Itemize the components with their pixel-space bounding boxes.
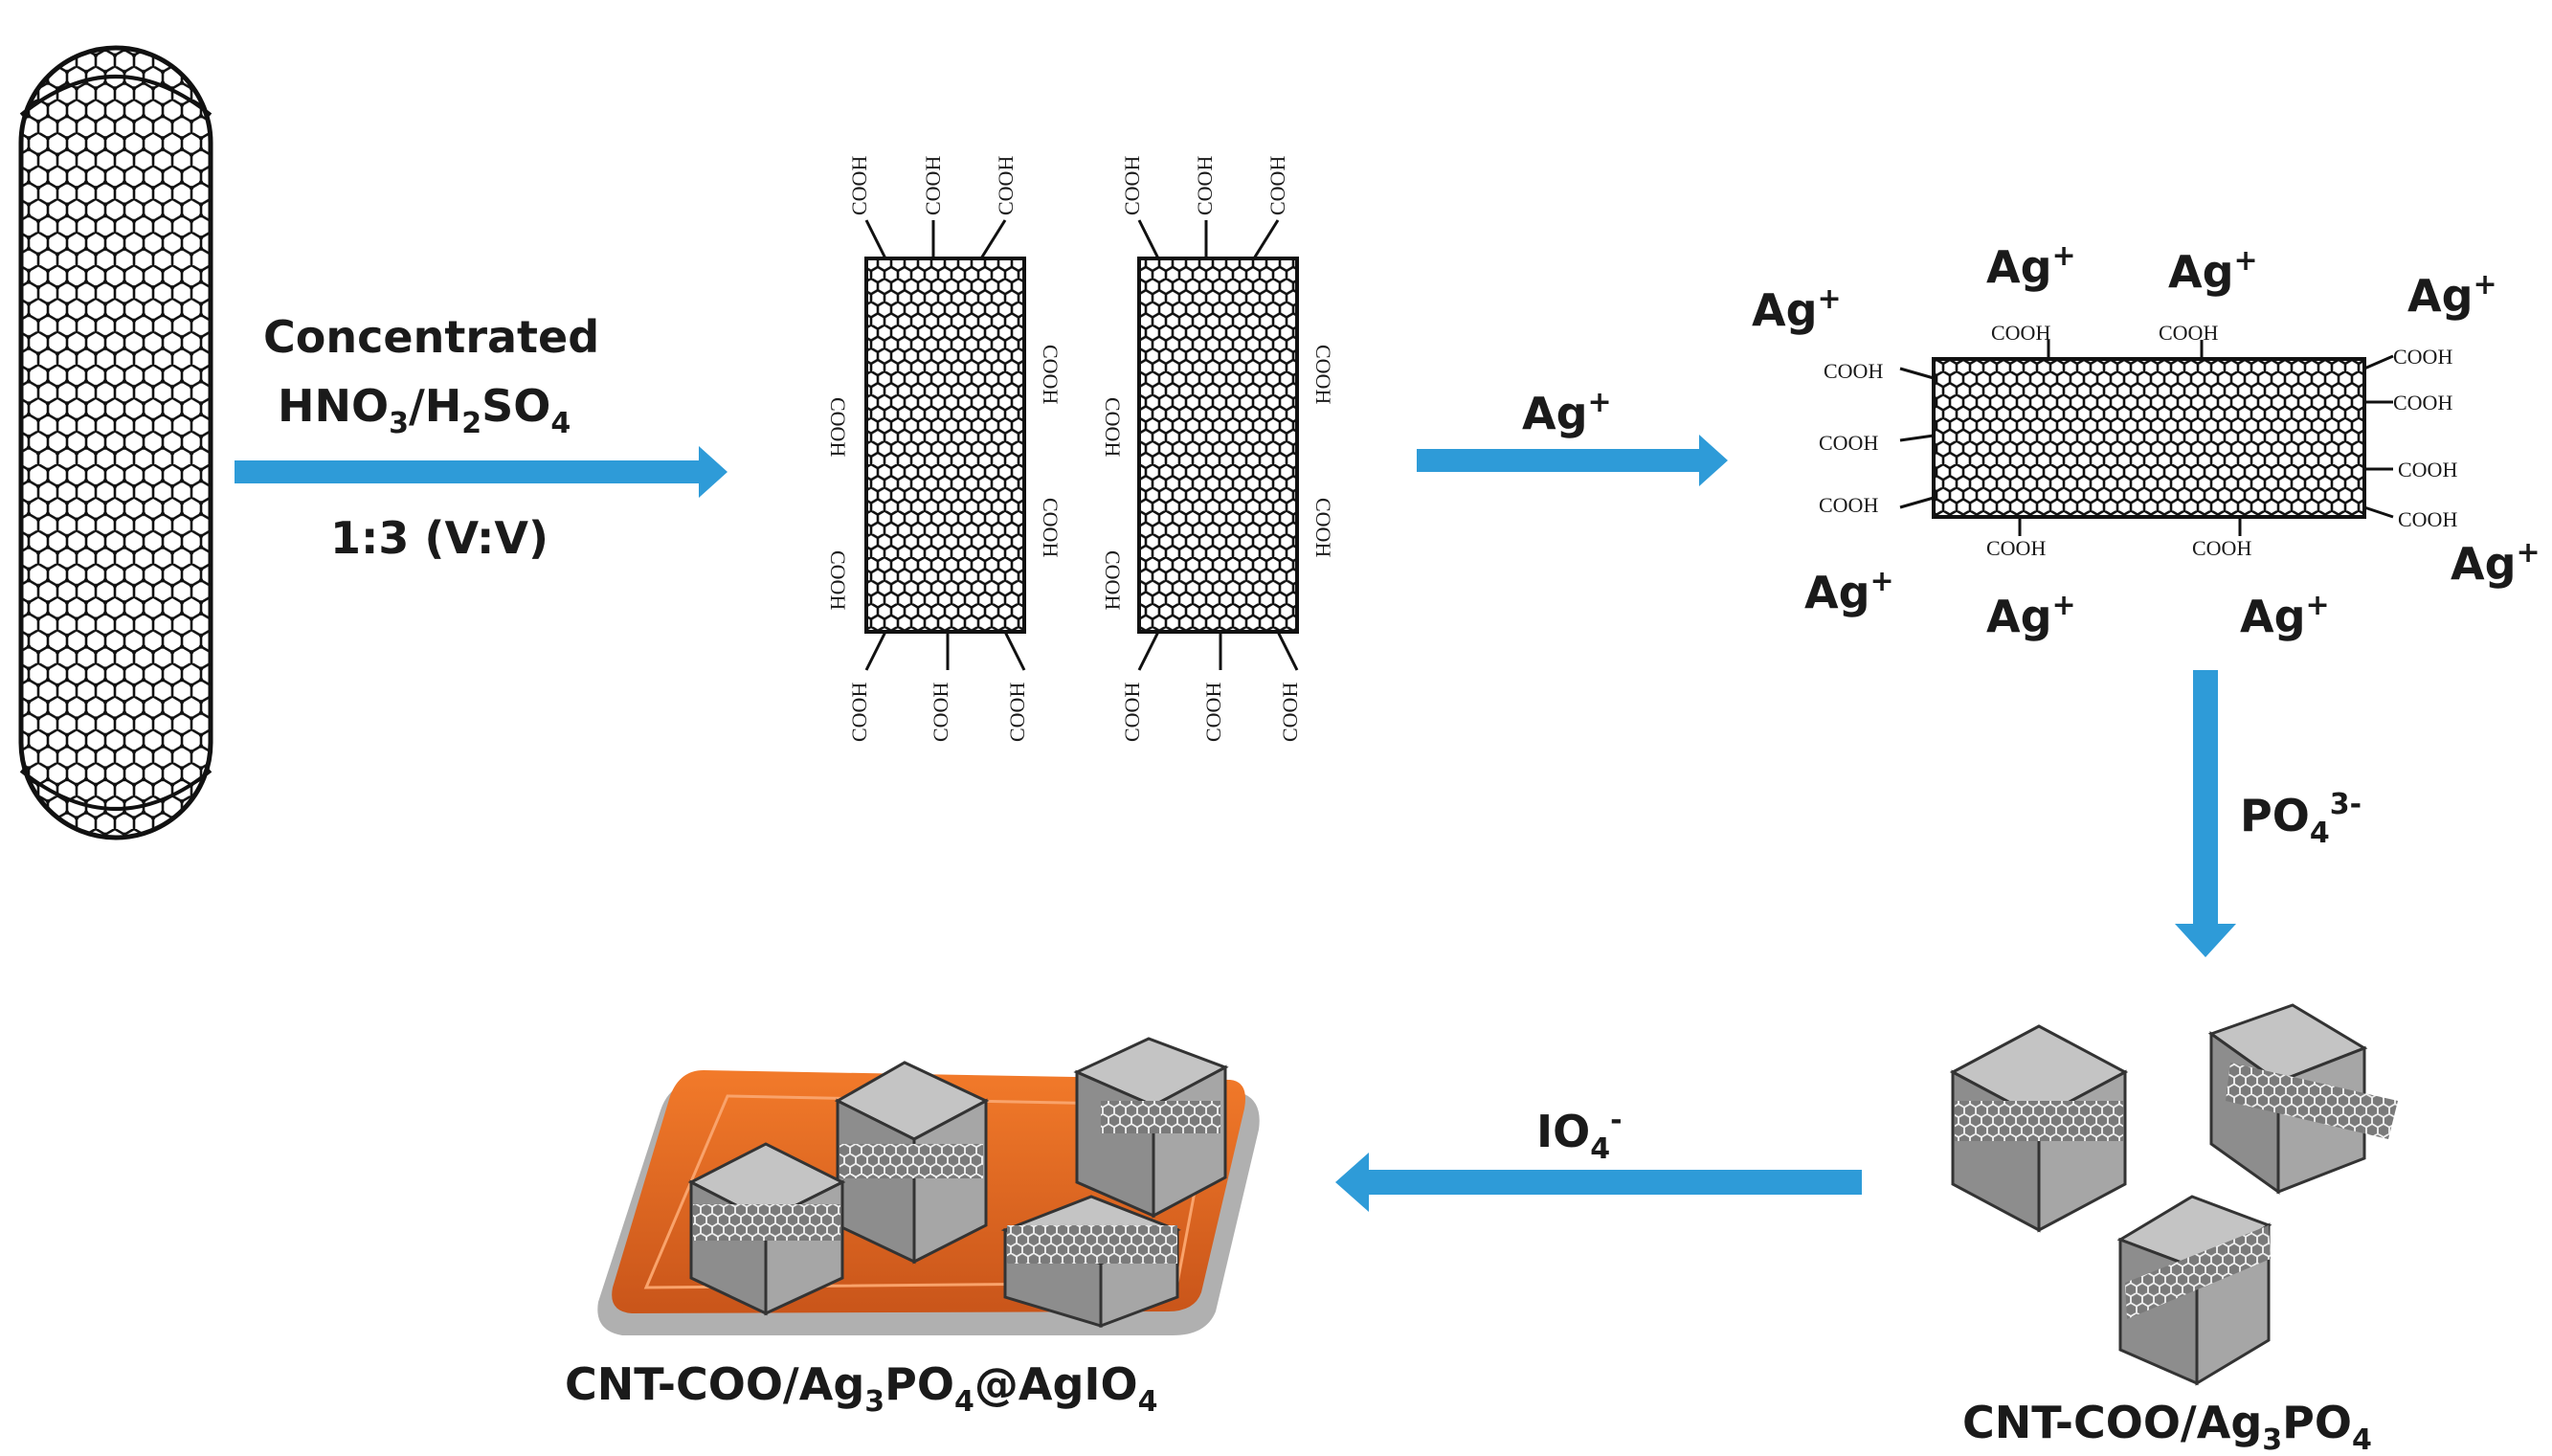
ag-loaded-nanotube bbox=[1899, 340, 2394, 536]
svg-text:Ag+: Ag+ bbox=[2451, 536, 2541, 590]
svg-text:COOH: COOH bbox=[1819, 431, 1878, 455]
svg-text:COOH: COOH bbox=[1991, 321, 2050, 345]
cube-1 bbox=[1949, 1024, 2129, 1233]
svg-text:COOH: COOH bbox=[1039, 498, 1063, 557]
svg-text:COOH: COOH bbox=[2159, 321, 2218, 345]
silver-ion-labels: Ag+ Ag+ Ag+ Ag+ Ag+ Ag+ Ag+ Ag+ bbox=[1752, 239, 2541, 642]
cooh-group-labels-horizontal: COOH COOH COOH COOH COOH COOH COOH COOH … bbox=[1819, 321, 2457, 560]
functionalized-nanotube-2 bbox=[1137, 219, 1299, 671]
svg-text:Ag+: Ag+ bbox=[1804, 565, 1894, 618]
step1-ratio: 1:3 (V:V) bbox=[330, 512, 548, 564]
svg-text:COOH: COOH bbox=[847, 683, 871, 742]
product2-label: CNT-COO/Ag3PO4@AgIO4 bbox=[565, 1358, 1157, 1419]
svg-text:COOH: COOH bbox=[1265, 156, 1289, 215]
svg-text:Ag+: Ag+ bbox=[1752, 282, 1842, 336]
step1-reagent: Concentrated bbox=[263, 311, 599, 363]
svg-text:Ag+: Ag+ bbox=[2168, 244, 2258, 298]
svg-text:COOH: COOH bbox=[1120, 683, 1144, 742]
svg-text:COOH: COOH bbox=[2393, 345, 2452, 369]
product1-cubes bbox=[1949, 1003, 2398, 1386]
svg-text:Ag+: Ag+ bbox=[1986, 239, 2076, 293]
cube-2 bbox=[2207, 1003, 2398, 1195]
cube-3 bbox=[2116, 1195, 2272, 1386]
step2-ion-label: Ag+ bbox=[1522, 386, 1612, 439]
cooh-group-labels-vertical: COOH COOH COOH COOH COOH COOH COOH COOH … bbox=[826, 156, 1335, 742]
svg-text:COOH: COOH bbox=[826, 550, 850, 610]
svg-text:COOH: COOH bbox=[994, 156, 1018, 215]
coated-cube-1 bbox=[834, 1061, 990, 1265]
svg-text:COOH: COOH bbox=[847, 156, 871, 215]
coated-cube-3 bbox=[1073, 1037, 1229, 1219]
svg-text:COOH: COOH bbox=[1311, 498, 1335, 557]
svg-text:COOH: COOH bbox=[1193, 156, 1217, 215]
product2-cubes bbox=[687, 1037, 1229, 1329]
coated-cube-4 bbox=[1000, 1195, 1181, 1329]
svg-text:COOH: COOH bbox=[921, 156, 945, 215]
svg-text:COOH: COOH bbox=[1039, 345, 1063, 404]
svg-text:COOH: COOH bbox=[1819, 493, 1878, 517]
step2-arrow bbox=[1417, 435, 1728, 486]
svg-text:COOH: COOH bbox=[2192, 536, 2251, 560]
svg-text:COOH: COOH bbox=[1101, 397, 1125, 457]
step1-acids: HNO3/H2SO4 bbox=[278, 380, 571, 440]
step1-arrow bbox=[235, 446, 728, 498]
coated-cube-2 bbox=[687, 1142, 846, 1316]
svg-text:COOH: COOH bbox=[1986, 536, 2046, 560]
svg-text:COOH: COOH bbox=[2398, 458, 2457, 482]
product1-label: CNT-COO/Ag3PO4 bbox=[1962, 1397, 2372, 1456]
svg-text:COOH: COOH bbox=[1278, 683, 1302, 742]
pristine-nanotube bbox=[18, 45, 213, 840]
svg-text:Ag+: Ag+ bbox=[2407, 268, 2497, 322]
svg-text:COOH: COOH bbox=[2393, 391, 2452, 414]
functionalized-nanotube-1 bbox=[864, 219, 1026, 671]
svg-text:COOH: COOH bbox=[929, 683, 952, 742]
svg-text:COOH: COOH bbox=[1120, 156, 1144, 215]
step3-arrow bbox=[2175, 670, 2236, 957]
step4-ion-label: IO4- bbox=[1536, 1104, 1623, 1166]
svg-text:COOH: COOH bbox=[1824, 359, 1883, 383]
svg-text:COOH: COOH bbox=[1311, 345, 1335, 404]
step3-ion-label: PO43- bbox=[2240, 788, 2362, 850]
svg-text:Ag+: Ag+ bbox=[2240, 589, 2330, 642]
svg-text:COOH: COOH bbox=[1005, 683, 1029, 742]
svg-text:COOH: COOH bbox=[2398, 507, 2457, 531]
svg-text:COOH: COOH bbox=[1101, 550, 1125, 610]
svg-text:COOH: COOH bbox=[1201, 683, 1225, 742]
svg-text:Ag+: Ag+ bbox=[1986, 589, 2076, 642]
step4-arrow bbox=[1335, 1153, 1862, 1212]
svg-text:COOH: COOH bbox=[826, 397, 850, 457]
